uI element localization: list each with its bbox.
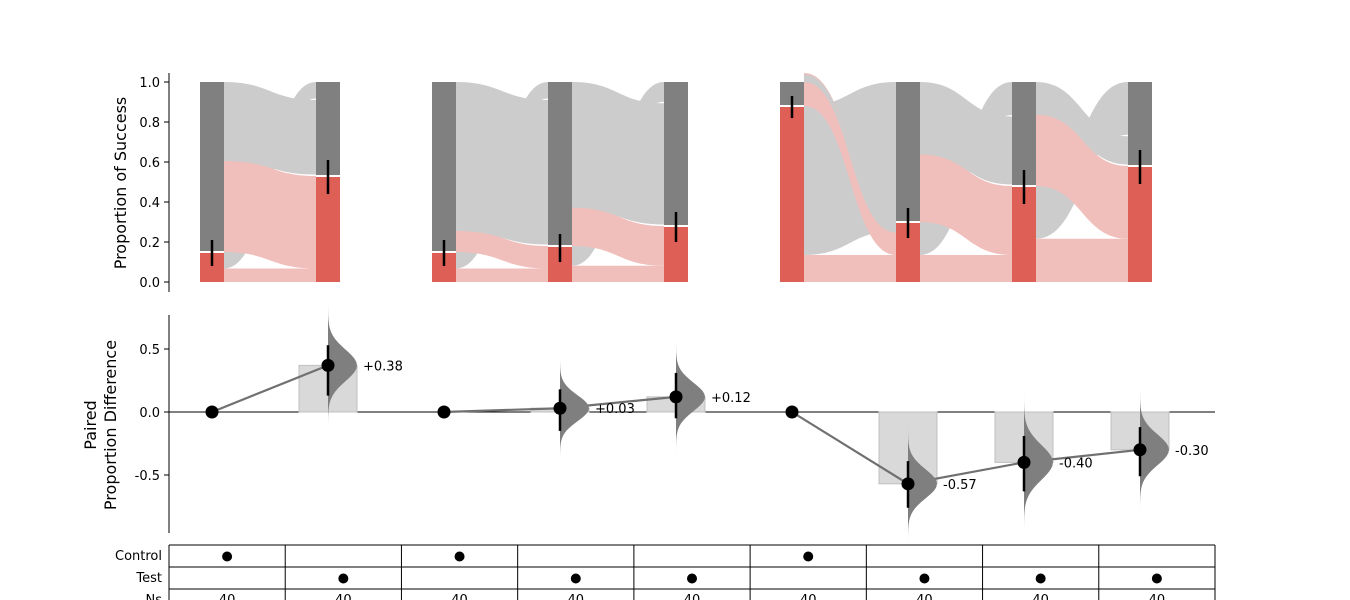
effect-point bbox=[1133, 443, 1147, 457]
top-y-axis-title: Proportion of Success bbox=[111, 97, 130, 270]
flow-success-to-success bbox=[456, 268, 548, 282]
top-y-tick-label: 0.2 bbox=[139, 236, 160, 251]
top-y-tick-label: 1.0 bbox=[139, 76, 160, 91]
bootstrap-distribution bbox=[676, 337, 705, 457]
effect-point bbox=[553, 401, 567, 415]
flow-failure-to-failure bbox=[804, 74, 896, 233]
bottom-y-axis-title-line1: Paired bbox=[81, 400, 100, 449]
bar-success bbox=[316, 177, 340, 282]
flow-failure-to-failure bbox=[224, 82, 316, 175]
condition-table: ControlTestNs 40 40 40 40 40 40 40 40 40 bbox=[115, 544, 1216, 600]
bottom-y-tick-label: -0.5 bbox=[135, 469, 160, 484]
test-marker bbox=[338, 573, 349, 584]
bar-failure bbox=[780, 82, 804, 105]
top-y-tick-label: 0.6 bbox=[139, 156, 160, 171]
sample-size-label: 40 bbox=[1032, 593, 1049, 600]
flow-failure-to-success bbox=[1036, 113, 1128, 239]
test-marker bbox=[1151, 573, 1162, 584]
sample-size-label: 40 bbox=[335, 593, 352, 600]
bottom-y-tick-label: 0.0 bbox=[139, 406, 160, 421]
effect-point bbox=[321, 358, 335, 372]
bar-failure bbox=[896, 82, 920, 221]
bootstrap-distribution bbox=[908, 422, 937, 546]
test-marker bbox=[919, 573, 930, 584]
effect-point bbox=[1017, 455, 1031, 469]
flow-success-to-success bbox=[1036, 238, 1128, 282]
sample-size-label: 40 bbox=[568, 593, 585, 600]
paired-line bbox=[791, 411, 1141, 485]
bar-success bbox=[780, 107, 804, 282]
test-marker bbox=[1035, 573, 1046, 584]
bootstrap-distribution bbox=[328, 299, 357, 432]
effect-size-label: -0.40 bbox=[1059, 456, 1093, 471]
sample-size-label: 40 bbox=[219, 593, 236, 600]
sample-size-label: 40 bbox=[916, 593, 933, 600]
effect-point bbox=[669, 390, 683, 404]
effect-point bbox=[785, 405, 799, 419]
flow-success-to-success bbox=[224, 268, 316, 282]
flow-failure-to-failure bbox=[1036, 82, 1128, 165]
bar-failure bbox=[1012, 82, 1036, 185]
effect-size-label: -0.57 bbox=[943, 478, 977, 493]
flow-failure-to-failure bbox=[572, 82, 664, 225]
flow-success-to-success bbox=[804, 255, 896, 282]
sample-size-label: 40 bbox=[684, 593, 701, 600]
table-row-label: Control bbox=[115, 549, 162, 564]
effect-size-label: +0.12 bbox=[711, 391, 751, 406]
effect-size-label: -0.30 bbox=[1175, 444, 1209, 459]
bar-failure bbox=[664, 82, 688, 225]
bar-failure bbox=[316, 82, 340, 175]
bootstrap-distribution bbox=[560, 353, 589, 463]
effect-point bbox=[901, 477, 915, 491]
test-marker bbox=[570, 573, 581, 584]
bottom-y-tick-label: 0.5 bbox=[139, 343, 160, 358]
sample-size-label: 40 bbox=[1149, 593, 1166, 600]
control-marker bbox=[803, 551, 814, 562]
table-row-label: Test bbox=[135, 571, 162, 586]
test-marker bbox=[687, 573, 697, 584]
flow-failure-to-failure bbox=[920, 82, 1012, 185]
paired-line bbox=[211, 364, 329, 414]
bar-failure bbox=[432, 82, 456, 251]
control-marker bbox=[454, 551, 465, 562]
flow-failure-to-success bbox=[572, 206, 664, 266]
effect-point bbox=[205, 405, 219, 419]
flow-failure-to-success bbox=[920, 153, 1012, 255]
effect-size-label: +0.03 bbox=[595, 402, 635, 417]
effect-point bbox=[437, 405, 451, 419]
flow-failure-to-success bbox=[224, 159, 316, 269]
top-y-tick-label: 0.4 bbox=[139, 196, 160, 211]
flow-success-to-success bbox=[572, 265, 664, 282]
bootstrap-distribution bbox=[1024, 389, 1053, 536]
bootstrap-distribution bbox=[1140, 385, 1169, 515]
flow-success-to-success bbox=[920, 255, 1012, 282]
control-marker bbox=[222, 551, 233, 562]
top-y-tick-label: 0.8 bbox=[139, 116, 160, 131]
flow-failure-to-failure bbox=[456, 82, 548, 245]
sample-size-label: 40 bbox=[800, 593, 817, 600]
sample-size-label: 40 bbox=[451, 593, 468, 600]
bottom-y-axis-title-line2: Proportion Difference bbox=[101, 340, 120, 510]
bar-success bbox=[1128, 167, 1152, 282]
bar-failure bbox=[200, 82, 224, 251]
top-y-tick-label: 0.0 bbox=[139, 276, 160, 291]
flow-failure-to-success bbox=[456, 229, 548, 269]
bar-failure bbox=[548, 82, 572, 245]
table-row-label: Ns bbox=[146, 593, 163, 600]
effect-size-label: +0.38 bbox=[363, 359, 403, 374]
